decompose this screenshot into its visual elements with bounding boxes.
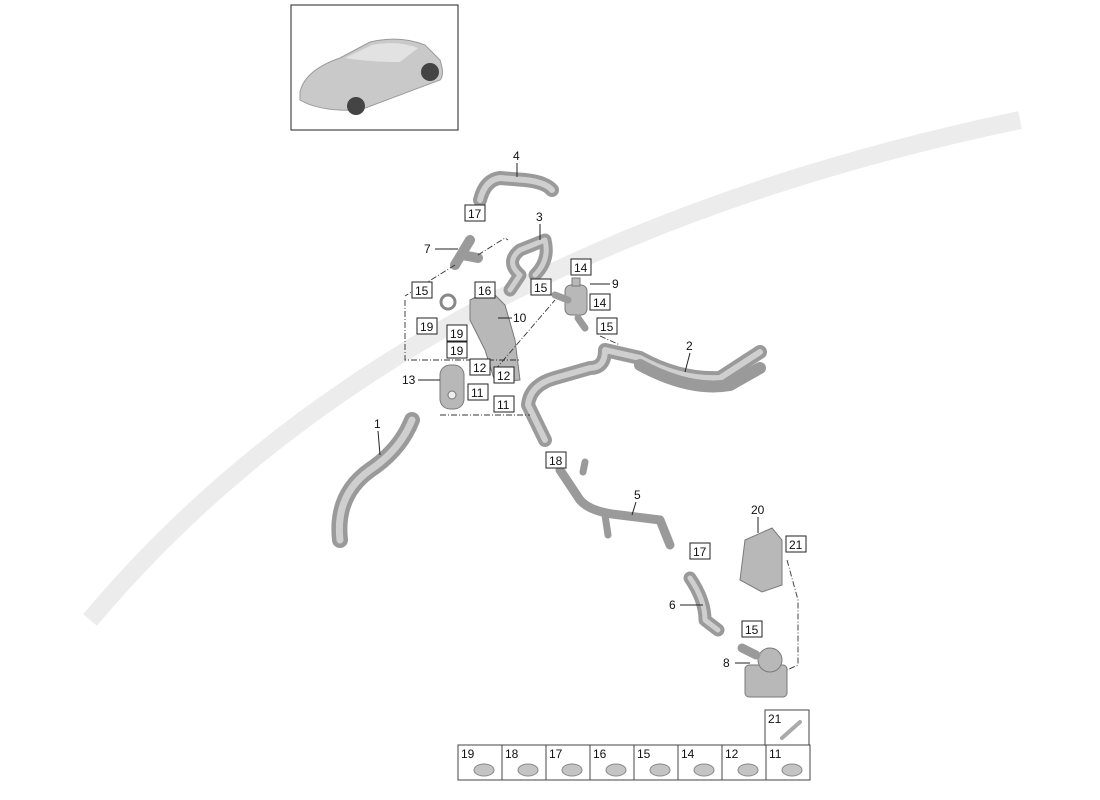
legend-cell-11[interactable]: 11 xyxy=(765,744,811,781)
callout-19: 19 xyxy=(450,327,464,341)
fastener-legend: 21 19 18 17 16 15 14 12 11 xyxy=(457,709,811,781)
legend-number: 11 xyxy=(769,747,782,761)
callout-12: 12 xyxy=(473,361,487,375)
legend-number: 18 xyxy=(505,747,519,761)
legend-number: 14 xyxy=(681,747,695,761)
part-8-pump[interactable] xyxy=(737,643,788,698)
vehicle-thumbnail[interactable] xyxy=(290,4,459,131)
callout-20: 20 xyxy=(751,503,765,517)
hose-clamp-icon xyxy=(561,763,583,777)
legend-cell-19[interactable]: 19 xyxy=(457,744,503,781)
legend-cell-17[interactable]: 17 xyxy=(545,744,591,781)
callout-5: 5 xyxy=(634,488,641,502)
part-20-heat-shield[interactable] xyxy=(739,527,783,593)
callout-21: 21 xyxy=(789,538,803,552)
callout-2: 2 xyxy=(686,339,693,353)
callout-14: 14 xyxy=(574,261,588,275)
legend-number: 12 xyxy=(725,747,739,761)
callout-11: 11 xyxy=(471,386,484,400)
car-wheel-icon xyxy=(347,97,365,115)
callout-16: 16 xyxy=(478,284,492,298)
part-5-pipe[interactable] xyxy=(555,458,675,550)
band-clamp-icon xyxy=(605,763,627,777)
car-windows-icon xyxy=(345,43,418,62)
legend-number: 16 xyxy=(593,747,607,761)
part-3-hose[interactable] xyxy=(503,233,553,297)
legend-row: 19 18 17 16 15 14 12 11 xyxy=(457,744,811,781)
legend-number: 15 xyxy=(637,747,651,761)
bolt-icon xyxy=(693,763,715,777)
part-4-hose[interactable] xyxy=(473,171,559,207)
legend-number: 21 xyxy=(768,712,782,726)
legend-cell-21[interactable]: 21 xyxy=(764,709,810,746)
callout-15: 15 xyxy=(415,284,429,298)
hose-clamp-icon xyxy=(649,763,671,777)
hose-clamp-icon xyxy=(517,763,539,777)
legend-cell-15[interactable]: 15 xyxy=(633,744,679,781)
part-7-connector[interactable] xyxy=(450,235,483,270)
callout-3: 3 xyxy=(536,210,543,224)
boxed-callouts: 17 15 16 15 14 14 19 15 19 19 12 12 11 1… xyxy=(411,204,807,638)
callout-13: 13 xyxy=(402,373,416,387)
callout-6: 6 xyxy=(669,598,676,612)
callouts: 4 3 7 9 10 13 1 2 5 20 6 8 xyxy=(374,149,765,670)
callout-8: 8 xyxy=(723,656,730,670)
callout-10: 10 xyxy=(513,311,527,325)
legend-cell-16[interactable]: 16 xyxy=(589,744,635,781)
part-1-hose[interactable] xyxy=(331,412,420,548)
callout-7: 7 xyxy=(424,242,431,256)
callout-11: 11 xyxy=(497,398,510,412)
car-wheel-icon xyxy=(421,63,439,81)
callout-14: 14 xyxy=(593,296,607,310)
flange-bolt-icon xyxy=(737,763,759,777)
callout-17: 17 xyxy=(693,545,707,559)
part-6-hose[interactable] xyxy=(683,571,725,637)
bracket-eye-icon xyxy=(439,293,457,311)
callout-9: 9 xyxy=(612,277,619,291)
part-9-valve[interactable] xyxy=(551,277,589,332)
callout-1: 1 xyxy=(374,417,381,431)
rubber-grommet-icon xyxy=(781,763,803,777)
callout-15: 15 xyxy=(600,320,614,334)
callout-12: 12 xyxy=(497,369,511,383)
legend-cell-12[interactable]: 12 xyxy=(721,744,767,781)
callout-15: 15 xyxy=(745,623,759,637)
part-13-cover[interactable] xyxy=(439,364,465,410)
callout-15: 15 xyxy=(534,281,548,295)
callout-19: 19 xyxy=(420,320,434,334)
legend-number: 17 xyxy=(549,747,563,761)
part-2-hose[interactable] xyxy=(521,343,767,447)
callout-17: 17 xyxy=(468,207,482,221)
callout-19: 19 xyxy=(450,344,464,358)
callout-4: 4 xyxy=(513,149,520,163)
bolt-long-icon xyxy=(780,720,802,740)
flange-nut-icon xyxy=(473,763,495,777)
legend-number: 19 xyxy=(461,747,475,761)
legend-cell-18[interactable]: 18 xyxy=(501,744,547,781)
car-body-icon xyxy=(299,38,443,111)
callout-18: 18 xyxy=(549,454,563,468)
legend-cell-14[interactable]: 14 xyxy=(677,744,723,781)
